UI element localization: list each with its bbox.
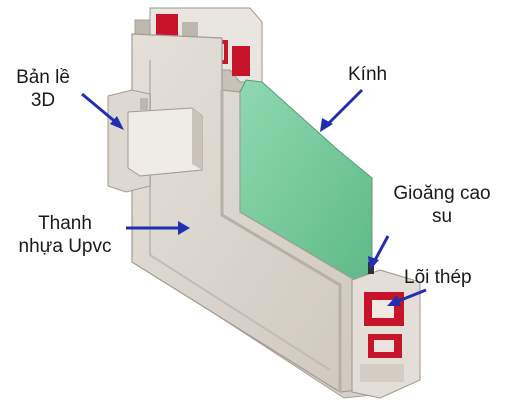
callout-arrows — [81, 88, 427, 306]
profile-label-line1: Thanh — [38, 213, 92, 234]
hinge-label: Bản lề 3D — [10, 66, 76, 112]
hinge-label-line1: Bản lề — [16, 67, 70, 88]
glass-arrow — [324, 88, 364, 128]
steel-core-section — [351, 269, 421, 399]
gasket-arrow — [372, 235, 390, 263]
steel-core-label: Lõi thép — [404, 267, 472, 288]
steel-core-arrow — [395, 288, 427, 304]
profile-label-line2: nhựa Upvc — [18, 236, 112, 257]
hinge-arrow — [81, 92, 119, 126]
gasket-label-line2: su — [431, 206, 453, 227]
hinge-3d — [107, 89, 203, 193]
gasket-label-line1: Gioăng cao — [393, 183, 491, 204]
hinge-label-line2: 3D — [30, 90, 56, 111]
profile-label: Thanh nhựa Upvc — [6, 212, 124, 258]
gasket-label: Gioăng cao su — [384, 182, 500, 228]
glass-label: Kính — [348, 64, 388, 85]
